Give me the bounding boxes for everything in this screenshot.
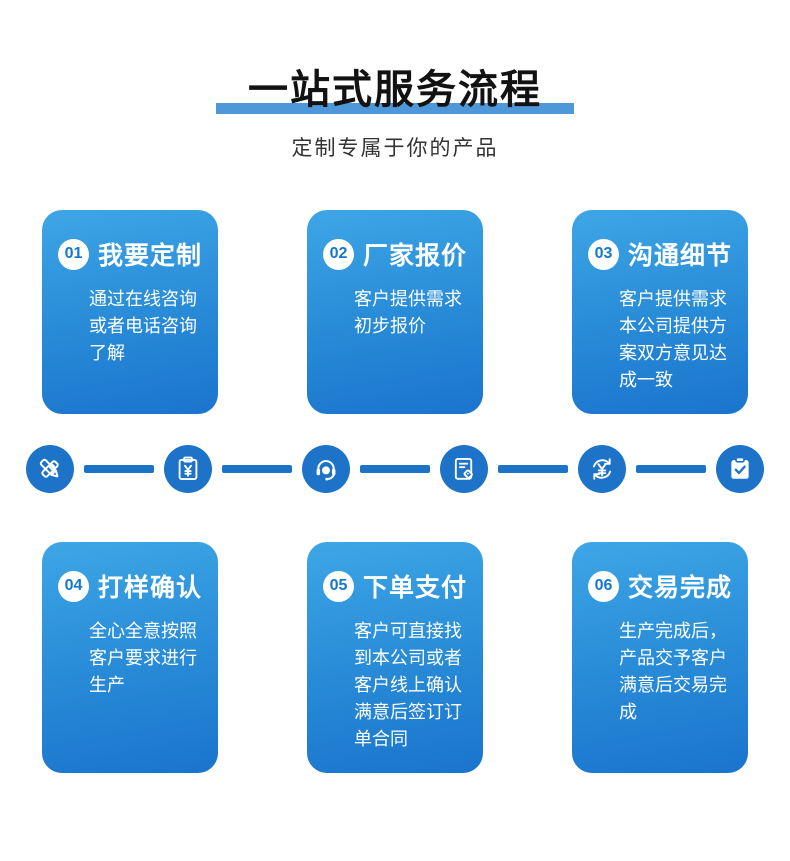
connector-line: [636, 465, 706, 473]
step-title: 打样确认: [98, 574, 203, 602]
connector-line: [360, 465, 430, 473]
step-description: 通过在线咨询或者电话咨询了解: [89, 289, 197, 363]
page-title-text: 一站式服务流程: [248, 68, 542, 112]
step-description: 全心全意按照客户要求进行生产: [89, 621, 197, 695]
step-description: 客户提供需求初步报价: [354, 289, 462, 336]
step-number-badge: 05: [323, 570, 354, 602]
process-icons-row: [0, 445, 790, 493]
step-card-header: 06 交易完成: [588, 568, 734, 604]
quotation-clipboard-yen-icon: [178, 456, 198, 480]
steps-row-top: 01 我要定制 通过在线咨询或者电话咨询了解 02 厂家报价 客户提供需求初步报…: [0, 210, 790, 414]
page-subtitle: 定制专属于你的产品: [291, 137, 499, 160]
step-number-badge: 01: [58, 238, 89, 270]
step-card-header: 01 我要定制: [58, 236, 204, 272]
process-icon-quote: [164, 445, 212, 493]
connector-line: [498, 465, 568, 473]
step-title: 厂家报价: [363, 242, 468, 270]
deal-complete-clipboard-check-icon: [731, 456, 749, 479]
step-card-header: 05 下单支付: [323, 568, 469, 604]
step-number-badge: 04: [58, 570, 89, 602]
connector-line: [84, 465, 154, 473]
step-card-05: 05 下单支付 客户可直接找到本公司或者客户线上确认满意后签订订单合同: [307, 542, 483, 773]
steps-row-bottom: 04 打样确认 全心全意按照客户要求进行生产 05 下单支付 客户可直接找到本公…: [0, 542, 790, 773]
step-number-badge: 02: [323, 238, 354, 270]
step-card-04: 04 打样确认 全心全意按照客户要求进行生产: [42, 542, 218, 773]
step-title: 沟通细节: [628, 242, 733, 270]
payment-yen-refresh-icon: [592, 458, 612, 480]
customer-service-headset-icon: [316, 460, 336, 481]
title-underline-bar: [216, 103, 574, 114]
step-description: 客户提供需求本公司提供方案双方意见达成一致: [619, 289, 727, 390]
step-description: 客户可直接找到本公司或者客户线上确认满意后签订订单合同: [354, 621, 462, 749]
process-icon-customize: [26, 445, 74, 493]
step-number-badge: 06: [588, 570, 619, 602]
page-title: 一站式服务流程: [216, 68, 574, 114]
step-number-badge: 03: [588, 238, 619, 270]
pen-ruler-icon: [39, 458, 59, 478]
step-title: 交易完成: [628, 574, 733, 602]
process-icon-order: [440, 445, 488, 493]
step-description: 生产完成后，产品交予客户满意后交易完成: [619, 621, 727, 722]
step-card-03: 03 沟通细节 客户提供需求本公司提供方案双方意见达成一致: [572, 210, 748, 414]
step-card-header: 03 沟通细节: [588, 236, 734, 272]
step-card-header: 02 厂家报价: [323, 236, 469, 272]
connector-line: [222, 465, 292, 473]
step-card-06: 06 交易完成 生产完成后，产品交予客户满意后交易完成: [572, 542, 748, 773]
step-title: 我要定制: [98, 242, 203, 270]
step-card-01: 01 我要定制 通过在线咨询或者电话咨询了解: [42, 210, 218, 414]
order-document-tag-icon: [454, 458, 473, 480]
header: 一站式服务流程 定制专属于你的产品: [0, 0, 790, 162]
step-card-header: 04 打样确认: [58, 568, 204, 604]
process-icon-complete: [716, 445, 764, 493]
step-card-02: 02 厂家报价 客户提供需求初步报价: [307, 210, 483, 414]
step-title: 下单支付: [363, 574, 468, 602]
process-icon-communicate: [302, 445, 350, 493]
process-icon-payment: [578, 445, 626, 493]
